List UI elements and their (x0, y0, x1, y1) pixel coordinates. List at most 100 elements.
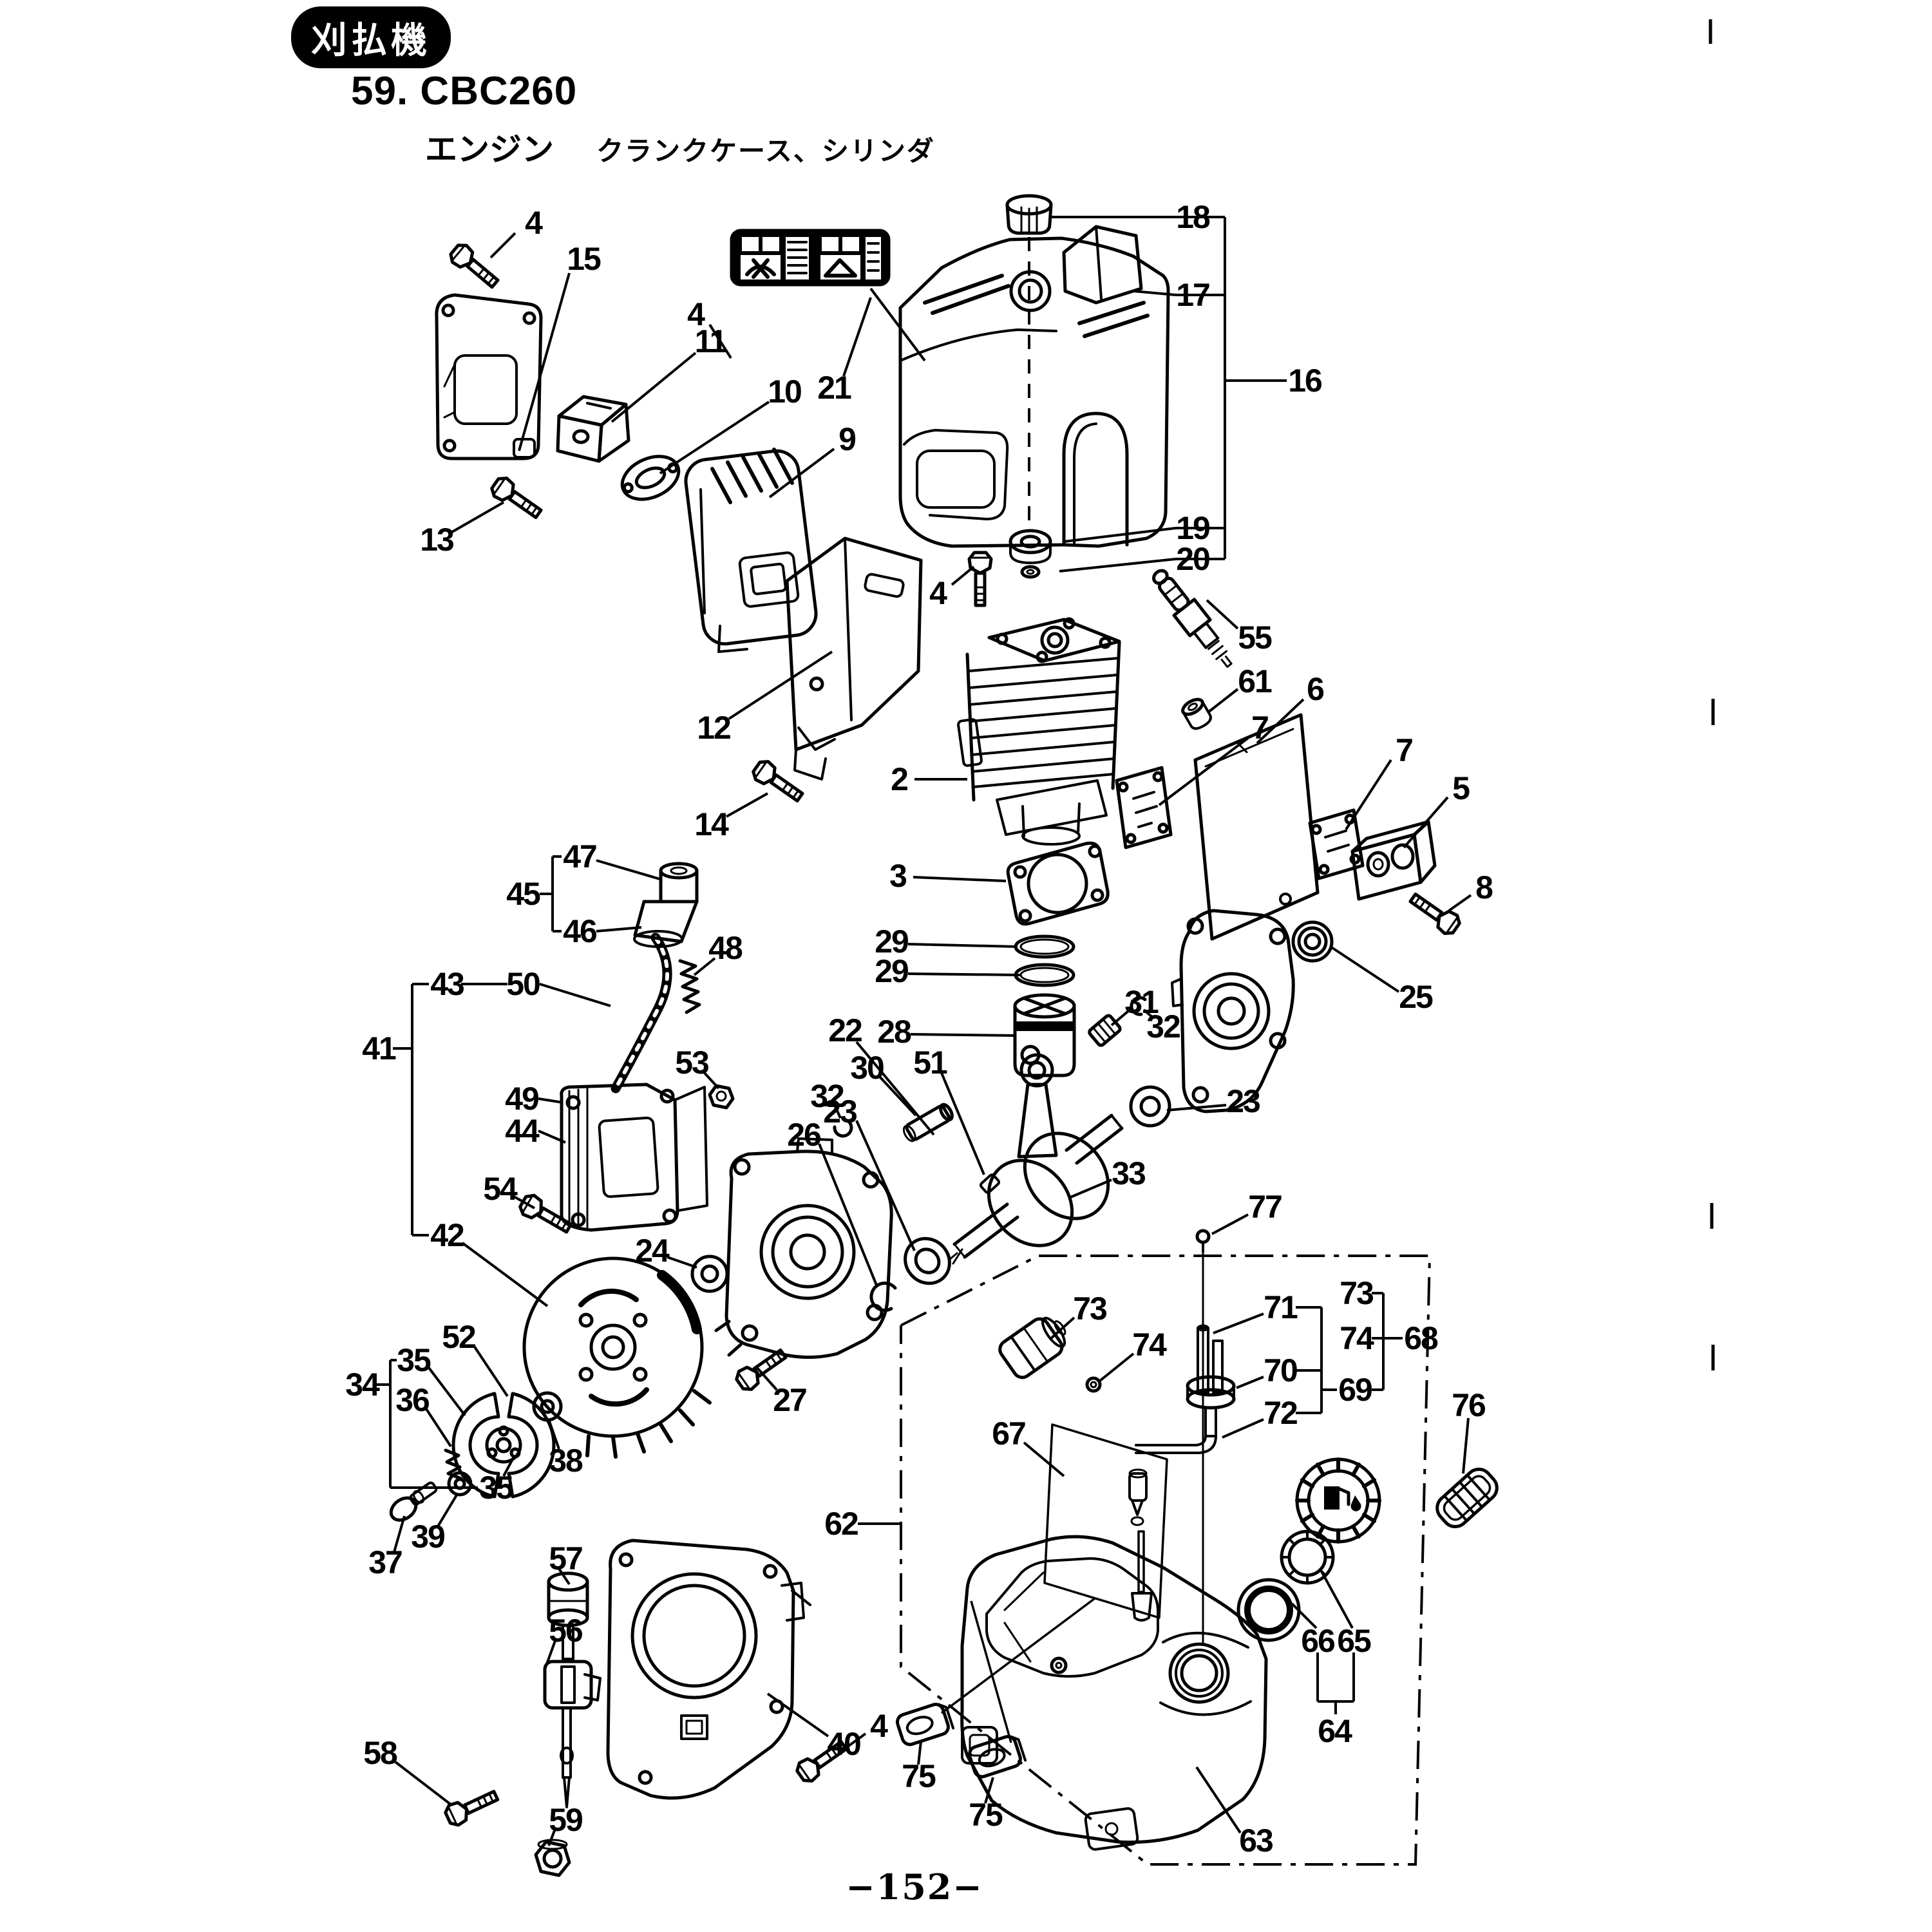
bolt-part (489, 475, 545, 523)
part-number-label: 33 (1112, 1155, 1145, 1191)
crankcase-left-part (714, 1137, 893, 1359)
leader-line (489, 232, 516, 259)
part-number-label: 53 (675, 1045, 708, 1081)
part-number-label: 22 (828, 1012, 862, 1048)
leader-line (951, 565, 975, 586)
leader-line (461, 1242, 549, 1307)
leader-line (1110, 1010, 1130, 1027)
leader-line (768, 448, 835, 498)
part-number-label: 47 (563, 838, 596, 875)
part-number-label: 29 (875, 923, 908, 960)
leader-line (544, 1640, 556, 1670)
leader-line (667, 1256, 697, 1269)
clutch-part (444, 1392, 556, 1499)
seal-part (904, 1236, 951, 1285)
part-number-label: 61 (1238, 663, 1272, 699)
part-number-label: 70 (1264, 1352, 1297, 1388)
part-number-label: 37 (368, 1544, 402, 1580)
joint-part (998, 1316, 1066, 1379)
leader-line (910, 1033, 1017, 1037)
part-number-label: 56 (549, 1613, 582, 1649)
washer-bearing-part (690, 1255, 729, 1293)
leader-line (425, 1408, 452, 1448)
leader-line (693, 957, 716, 976)
circlip-part (1130, 996, 1147, 1016)
leader-line (451, 501, 504, 533)
leader-line (1211, 1213, 1249, 1235)
part-number-label: 58 (363, 1735, 397, 1771)
part-number-label: 8 (1475, 869, 1493, 905)
part-number-label: 14 (694, 806, 729, 842)
bolt-part (969, 553, 991, 605)
leader-line (502, 1456, 515, 1477)
leader-line (766, 1692, 829, 1738)
part-number-label: 18 (1176, 199, 1210, 235)
part-number-label: 11 (695, 323, 727, 359)
leader-line (596, 926, 642, 933)
leader-line (855, 1120, 916, 1251)
leader-line (1222, 1418, 1264, 1439)
part-number-label: 7 (1396, 732, 1412, 768)
leader-line (1158, 737, 1249, 806)
insulator-part (1350, 820, 1437, 901)
crankshaft-part (948, 1053, 1124, 1265)
leader-line (1059, 558, 1177, 573)
leader-line (728, 650, 833, 720)
washer-part (532, 1391, 563, 1422)
grommet-part (1009, 529, 1052, 564)
part-number-label: 75 (969, 1797, 1003, 1833)
part-number-label: 62 (824, 1506, 858, 1542)
part-number-label: 74 (1340, 1320, 1374, 1356)
leader-line (702, 1070, 720, 1090)
flywheel-part (522, 1256, 712, 1459)
part-number-label: 4 (870, 1708, 888, 1744)
part-number-label: 4 (929, 575, 947, 611)
plug-cap-part (633, 862, 699, 948)
part-number-label: 50 (506, 966, 540, 1002)
part-number-label: 71 (1264, 1289, 1298, 1325)
leader-line (1023, 1441, 1065, 1477)
leader-line (394, 1761, 452, 1806)
part-number-label: 36 (395, 1382, 429, 1418)
subtitle-sub: クランクケース、シリンダ (596, 136, 935, 166)
part-number-label: 77 (1248, 1189, 1282, 1225)
part-number-label: 7 (1251, 710, 1268, 746)
leader-line (1403, 796, 1449, 849)
leader-line (558, 1567, 571, 1586)
leader-line (1099, 1352, 1135, 1382)
part-number-label: 74 (1132, 1327, 1167, 1363)
leader-line (1207, 688, 1239, 714)
muffler-gasket-part (620, 455, 681, 501)
bolt-part (448, 242, 502, 292)
leader-line (513, 1195, 535, 1209)
leader-line (437, 1493, 459, 1528)
part-number-label: 76 (1452, 1387, 1485, 1423)
leader-line (1142, 1009, 1154, 1019)
leader-line (755, 1365, 778, 1391)
leader-line (1448, 894, 1472, 912)
part-number-label: 55 (1238, 620, 1272, 656)
o-ring-part (1085, 1376, 1102, 1393)
washer-part (447, 1471, 473, 1497)
leader-line (1462, 1417, 1470, 1474)
part-number-label: 35 (397, 1342, 431, 1378)
part-number-label: 39 (411, 1519, 444, 1555)
part-number-label: 4 (525, 205, 543, 241)
part-number-label: 29 (875, 953, 908, 989)
part-number-label: 35 (479, 1470, 513, 1506)
cap-cup-part (1236, 1578, 1301, 1642)
leader-line (518, 272, 571, 451)
leader-line (842, 297, 872, 377)
leader-line (917, 1741, 922, 1765)
leader-line (538, 1130, 566, 1144)
part-number-label: 45 (506, 876, 540, 912)
model-title: 59. CBC260 (351, 69, 578, 113)
plug-grommet-part (1181, 697, 1212, 730)
part-number-label: 21 (817, 370, 851, 406)
part-number-label: 13 (420, 522, 453, 558)
part-number-label: 34 (345, 1367, 380, 1403)
circlip-part (833, 1119, 853, 1138)
leader-line (539, 983, 611, 1007)
side-plate-part (435, 293, 543, 460)
part-number-label: 23 (1226, 1083, 1260, 1119)
